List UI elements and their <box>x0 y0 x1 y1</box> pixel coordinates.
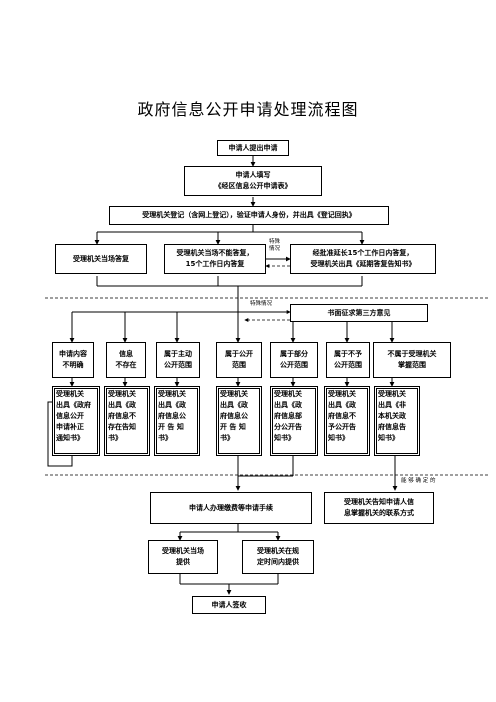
page-title: 政府信息公开申请处理流程图 <box>137 100 359 119</box>
node-out-not-exist: 受理机关 出具《政 府信息不 存在告知 书》 <box>104 386 150 456</box>
node-extend-15: 经批准延长15个工作日内答复， 受理机关出具《延期答复告知书》 <box>290 244 436 274</box>
node-out-public: 受理机关 出具《政 府信息公 开 告 知 书》 <box>216 386 262 456</box>
node-out-not-public: 受理机关 出具《政 府信息不 予公开告 知书》 <box>324 386 370 456</box>
note-can-determine: 能 够 确 定 的 <box>401 478 436 484</box>
node-answer-15: 受理机关当场不能答复， 15个工作日内答复 <box>164 244 266 274</box>
node-third-party: 书面征求第三方意见 <box>290 304 428 322</box>
node-cat-unclear: 申请内容 不明确 <box>52 342 94 378</box>
note-special-2: 特殊情况 <box>250 301 273 307</box>
node-provide-now: 受理机关当场 提供 <box>148 540 218 574</box>
node-cat-not-scope: 不属于受理机关 掌握范围 <box>373 342 451 378</box>
node-cat-partial: 属于部分 公开范围 <box>270 342 318 378</box>
node-fill-form: 申请人填写 《经区信息公开申请表》 <box>184 166 322 196</box>
node-fees: 申请人办理缴费等申请手续 <box>150 492 312 524</box>
node-out-partial: 受理机关 出具《政 府信息部 分公开告 知书》 <box>270 386 318 456</box>
node-cat-not-public: 属于不予 公开范围 <box>326 342 370 378</box>
node-cat-active: 属于主动 公开范围 <box>156 342 200 378</box>
node-answer-now: 受理机关当场答复 <box>55 244 147 274</box>
note-special-1: 特殊 情况 <box>269 239 281 252</box>
node-sign: 申请人签收 <box>192 596 266 614</box>
node-cat-public: 属于公开 范围 <box>216 342 262 378</box>
node-register: 受理机关登记（含网上登记），验证申请人身份，并出具《登记回执》 <box>109 206 389 225</box>
node-contact: 受理机关告知申请人信 息掌握机关的联系方式 <box>324 492 434 524</box>
node-out-unclear: 受理机关 出具《政府 信息公开 申请补正 通知书》 <box>52 386 100 456</box>
node-cat-not-exist: 信息 不存在 <box>106 342 146 378</box>
node-out-active: 受理机关 出具《政 府信息公 开 告 知 书》 <box>154 386 200 456</box>
node-apply: 申请人提出申请 <box>217 140 289 156</box>
node-provide-later: 受理机关在规 定时间内提供 <box>242 540 314 574</box>
node-out-not-scope: 受理机关 出具《非 本机关政 府信息告 知书》 <box>374 386 420 456</box>
